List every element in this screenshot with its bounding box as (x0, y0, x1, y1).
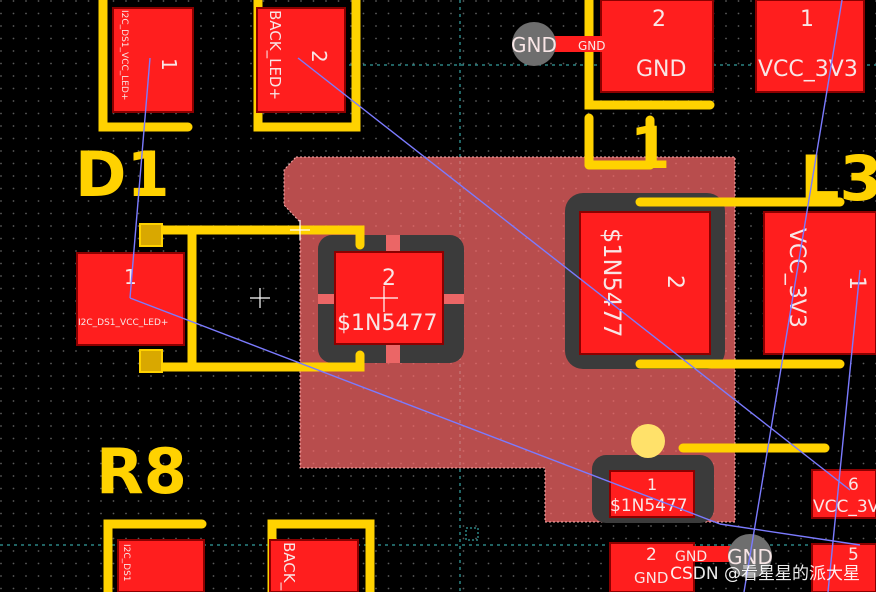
pad-bottom-small[interactable]: 1 $1N5477 (609, 470, 695, 518)
svg-text:GND: GND (578, 39, 606, 53)
pad-center-large[interactable]: $1N5477 2 (579, 211, 711, 355)
pad-top-left-1[interactable]: 1 I2C_DS1_VCC_LED+ (112, 7, 194, 113)
trace-gnd-top[interactable] (540, 36, 610, 52)
pad-right-5[interactable]: 5 (811, 543, 876, 592)
svg-text:GND: GND (634, 569, 668, 587)
pad-top-left-2[interactable]: 2 BACK_LED+ (256, 7, 346, 113)
designator-pin1: 1 (630, 114, 670, 182)
ratsnest-lines (129, 0, 861, 592)
svg-text:1: 1 (844, 276, 869, 290)
svg-text:VCC_3V3: VCC_3V3 (758, 57, 858, 82)
svg-text:1: 1 (647, 475, 657, 494)
svg-text:I2C_DS1: I2C_DS1 (121, 544, 131, 582)
pad-top-right-vcc[interactable]: 1 VCC_3V3 (755, 0, 865, 93)
svg-text:GND: GND (511, 33, 557, 57)
pad-right-vcc[interactable]: VCC_3V3 1 (763, 211, 876, 355)
svg-text:I2C_DS1_VCC_LED+: I2C_DS1_VCC_LED+ (119, 10, 129, 100)
svg-text:1: 1 (800, 7, 814, 32)
watermark: CSDN @看星星的派大星 (670, 564, 860, 584)
svg-text:$1N5477: $1N5477 (337, 311, 437, 336)
pad-bottom-left-2[interactable]: BACK_ (269, 539, 359, 592)
svg-text:2: 2 (382, 266, 396, 291)
svg-text:$1N5477: $1N5477 (610, 496, 688, 516)
designator-d1[interactable]: D1 (75, 138, 170, 211)
svg-text:VCC_3V: VCC_3V (813, 497, 876, 517)
svg-text:BACK_LED+: BACK_LED+ (265, 10, 284, 100)
via-gnd-top[interactable]: GND GND (511, 22, 606, 66)
origin-markers (250, 220, 398, 312)
designator-r8[interactable]: R8 (96, 435, 187, 508)
svg-text:BACK_: BACK_ (279, 542, 298, 591)
d1-corner-marker-top (139, 223, 163, 247)
designator-l3[interactable]: L3 (800, 142, 876, 215)
svg-text:$1N5477: $1N5477 (598, 228, 626, 338)
pad-right-6[interactable]: 6 VCC_3V (811, 469, 876, 519)
svg-text:2: 2 (646, 545, 657, 565)
svg-text:5: 5 (848, 545, 859, 565)
d1-corner-marker-bottom (139, 349, 163, 373)
pad-top-right-gnd[interactable]: 2 GND (600, 0, 714, 93)
svg-text:2: 2 (307, 50, 331, 63)
svg-text:2: 2 (662, 275, 687, 289)
pin1-dot (631, 424, 665, 458)
svg-text:1: 1 (124, 265, 137, 289)
svg-text:1: 1 (157, 58, 181, 71)
pad-d1-1[interactable]: 1 I2C_DS1_VCC_LED+ (76, 252, 185, 346)
cursor-marker (465, 527, 479, 541)
svg-text:2: 2 (652, 7, 666, 32)
svg-text:GND: GND (636, 57, 686, 82)
pad-center-small[interactable]: 2 $1N5477 (334, 251, 444, 345)
svg-text:I2C_DS1_VCC_LED+: I2C_DS1_VCC_LED+ (78, 318, 168, 328)
pad-bottom-left-1[interactable]: I2C_DS1 (117, 539, 205, 592)
svg-text:GND: GND (675, 549, 707, 565)
svg-text:6: 6 (848, 475, 859, 495)
